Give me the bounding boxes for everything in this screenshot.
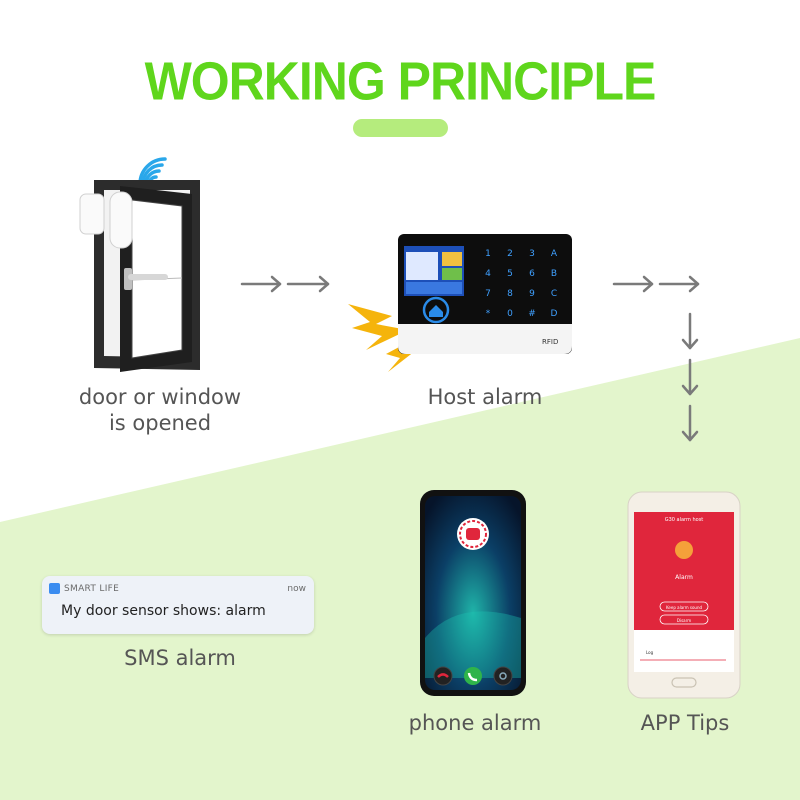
keypad-key: 8 bbox=[507, 289, 513, 299]
keypad-key: 0 bbox=[507, 309, 513, 319]
keypad-key: 5 bbox=[507, 269, 513, 279]
sms-app-name: SMART LIFE bbox=[64, 584, 120, 594]
phone-label: phone alarm bbox=[408, 711, 542, 735]
arrow-host-to-app bbox=[612, 275, 700, 442]
arrow-door-to-host bbox=[240, 275, 330, 293]
smart-life-app-icon bbox=[49, 583, 60, 594]
keypad-key: 9 bbox=[529, 289, 535, 299]
sms-message: My door sensor shows: alarm bbox=[61, 603, 266, 619]
keypad-key: 2 bbox=[507, 249, 513, 259]
lightning-icon bbox=[348, 304, 424, 372]
home-button-icon bbox=[671, 677, 697, 688]
app-button-disarm: Disarm bbox=[677, 618, 691, 623]
door-label-line2: is opened bbox=[108, 411, 212, 435]
rfid-label: RFID bbox=[542, 338, 558, 346]
door-label-line1: door or window bbox=[78, 385, 242, 409]
sms-label: SMS alarm bbox=[124, 646, 236, 670]
app-status: Alarm bbox=[675, 574, 693, 581]
keypad-key: 1 bbox=[485, 249, 491, 259]
app-button-keep-sound: Keep alarm sound bbox=[666, 605, 703, 610]
siren-icon bbox=[466, 528, 480, 540]
door-window-icon bbox=[79, 157, 200, 372]
keypad-key: B bbox=[551, 269, 557, 279]
keypad-key: 4 bbox=[485, 269, 491, 279]
app-header: G30 alarm host bbox=[665, 517, 704, 523]
keypad-key: 3 bbox=[529, 249, 535, 259]
host-label: Host alarm bbox=[427, 385, 543, 409]
door-label: door or window is opened bbox=[55, 384, 265, 436]
app-log-title: Log bbox=[646, 650, 654, 655]
keypad-key: 6 bbox=[529, 269, 535, 279]
sms-time: now bbox=[287, 584, 306, 594]
keypad-key: A bbox=[551, 249, 558, 259]
keypad-key: D bbox=[551, 309, 558, 319]
title-underline-bar bbox=[353, 119, 448, 137]
keypad-key: 7 bbox=[485, 289, 491, 299]
keypad-key: C bbox=[551, 289, 557, 299]
host-alarm-panel: RFID 1 2 3 A 4 5 6 B 7 8 9 C * 0 # D bbox=[348, 234, 572, 372]
page-title: WORKING PRINCIPLE bbox=[144, 50, 657, 112]
keypad-key: # bbox=[528, 309, 536, 319]
keypad-key: * bbox=[486, 309, 491, 319]
phone-alarm-device bbox=[420, 490, 526, 696]
sms-notification-card: SMART LIFE now My door sensor shows: ala… bbox=[42, 576, 314, 634]
app-label: APP Tips bbox=[640, 711, 730, 735]
app-tips-device: G30 alarm host Alarm Keep alarm sound Di… bbox=[627, 491, 741, 699]
